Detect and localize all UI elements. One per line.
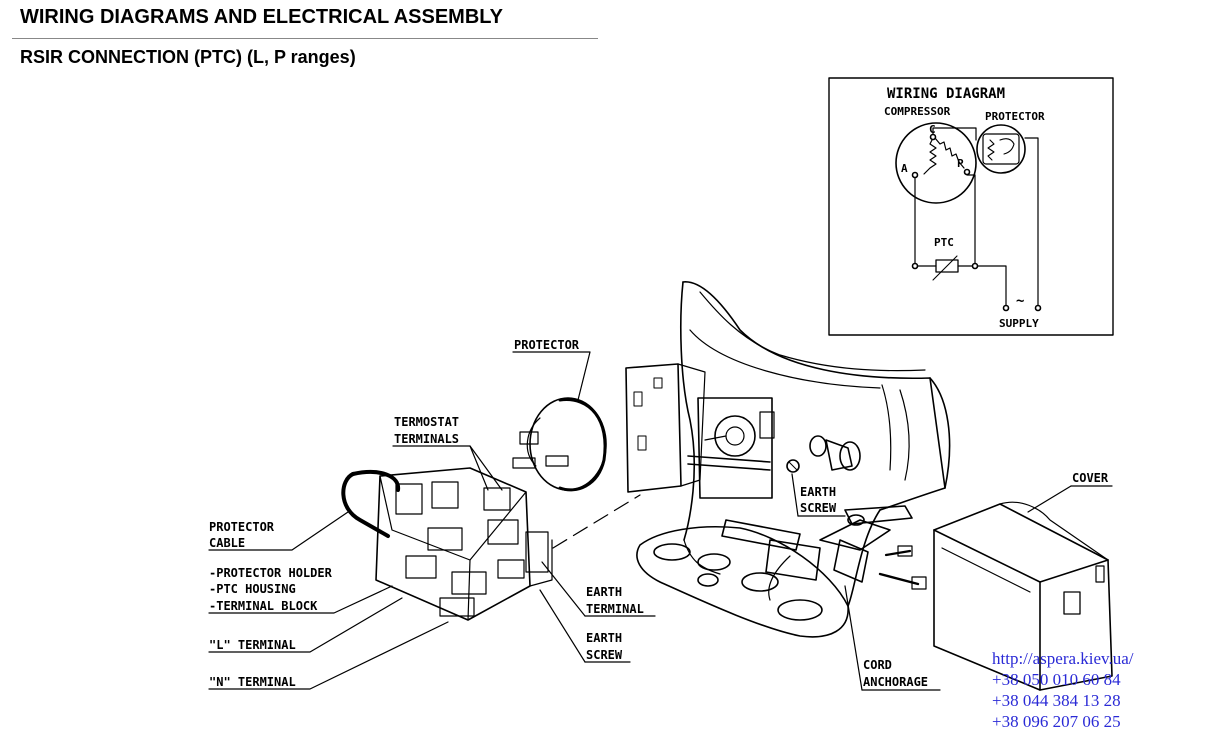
terminal-block-label: -TERMINAL BLOCK xyxy=(209,599,318,613)
terminal-block-assembly xyxy=(341,467,553,621)
title-rule xyxy=(12,38,598,39)
termostat-label-2: TERMINALS xyxy=(394,432,459,446)
page-title: WIRING DIAGRAMS AND ELECTRICAL ASSEMBLY xyxy=(20,6,503,28)
contact-url[interactable]: http://aspera.kiev.ua/ xyxy=(992,649,1134,668)
cover-label: COVER xyxy=(1072,471,1109,485)
ptc-housing-label: -PTC HOUSING xyxy=(209,582,296,596)
assembly-guide-line xyxy=(552,494,641,549)
l-terminal-label: "L" TERMINAL xyxy=(209,638,296,652)
start-winding xyxy=(934,137,965,169)
terminal-cover xyxy=(933,501,1113,691)
contact-phone-3: +38 096 207 06 25 xyxy=(992,712,1121,731)
supply-wire-n xyxy=(974,265,1007,307)
protector-symbol xyxy=(976,124,1026,174)
wiring-diagram-title: WIRING DIAGRAM xyxy=(887,86,1005,102)
termostat-label-1: TERMOSTAT xyxy=(394,415,459,429)
cord-anchorage-label-2: ANCHORAGE xyxy=(863,675,928,689)
protector-wd-label: PROTECTOR xyxy=(985,110,1045,123)
cord-anchorage-label-1: CORD xyxy=(863,658,892,672)
terminal-c-label: C xyxy=(929,123,936,136)
supply-wire-l xyxy=(1024,137,1039,307)
supply-symbol: ~ xyxy=(1016,293,1024,309)
earth-screw-symbol xyxy=(786,459,800,473)
housing-earth-screw-label-2: SCREW xyxy=(800,501,837,515)
wiring-diagram-frame xyxy=(828,77,1114,336)
n-terminal-label: "N" TERMINAL xyxy=(209,675,296,689)
compressor-housing xyxy=(552,281,951,638)
earth-terminal-label-1: EARTH xyxy=(586,585,622,599)
supply-label: SUPPLY xyxy=(999,317,1039,330)
page-subtitle: RSIR CONNECTION (PTC) (L, P ranges) xyxy=(20,47,356,67)
earth-screw-label-1: EARTH xyxy=(586,631,622,645)
protector-cable xyxy=(341,472,390,538)
housing-earth-screw-label-1: EARTH xyxy=(800,485,836,499)
contact-phone-1: +38 050 010 60 84 xyxy=(992,670,1121,689)
protector-label: PROTECTOR xyxy=(514,338,580,352)
earth-terminal-label-2: TERMINAL xyxy=(586,602,644,616)
compressor-label: COMPRESSOR xyxy=(884,105,951,118)
main-winding xyxy=(923,137,937,175)
protector-part xyxy=(512,397,607,492)
contact-block: http://aspera.kiev.ua/ +38 050 010 60 84… xyxy=(992,648,1133,731)
ptc-symbol xyxy=(935,259,959,273)
ptc-label: PTC xyxy=(934,236,954,249)
protector-holder-label: -PROTECTOR HOLDER xyxy=(209,566,333,580)
contact-phone-2: +38 044 384 13 28 xyxy=(992,691,1121,710)
protector-cable-label-1: PROTECTOR xyxy=(209,520,275,534)
wiring-diagram: WIRING DIAGRAM COMPRESSOR PROTECTOR C A … xyxy=(828,77,1114,336)
compressor-symbol xyxy=(895,122,977,204)
terminal-a-label: A xyxy=(901,162,908,175)
protector-cable-label-2: CABLE xyxy=(209,536,245,550)
leader-lines xyxy=(208,351,1113,691)
earth-screw-label-2: SCREW xyxy=(586,648,623,662)
